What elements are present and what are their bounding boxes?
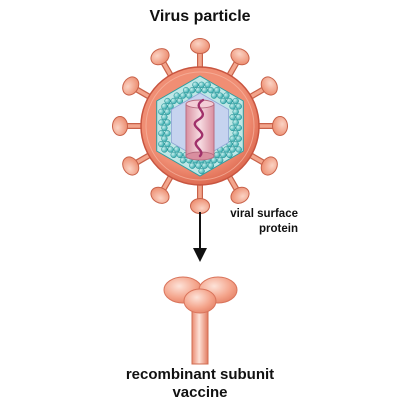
- arrow-label-line2: protein: [259, 223, 298, 235]
- recombinant-protein: [163, 276, 238, 365]
- process-arrow: [193, 212, 207, 262]
- capsid-beads: [158, 81, 242, 175]
- arrow-label: viral surface protein: [200, 207, 298, 237]
- caption-line1: recombinant subunit: [125, 366, 275, 383]
- caption: recombinant subunit vaccine: [0, 366, 400, 402]
- viral-core: [185, 98, 215, 161]
- viral-rna: [193, 98, 205, 158]
- diagram-title: Virus particle: [149, 8, 251, 25]
- caption-line2: vaccine: [172, 384, 228, 401]
- protein-lobe-center: [183, 288, 217, 314]
- arrow-label-line1: viral surface: [230, 208, 298, 220]
